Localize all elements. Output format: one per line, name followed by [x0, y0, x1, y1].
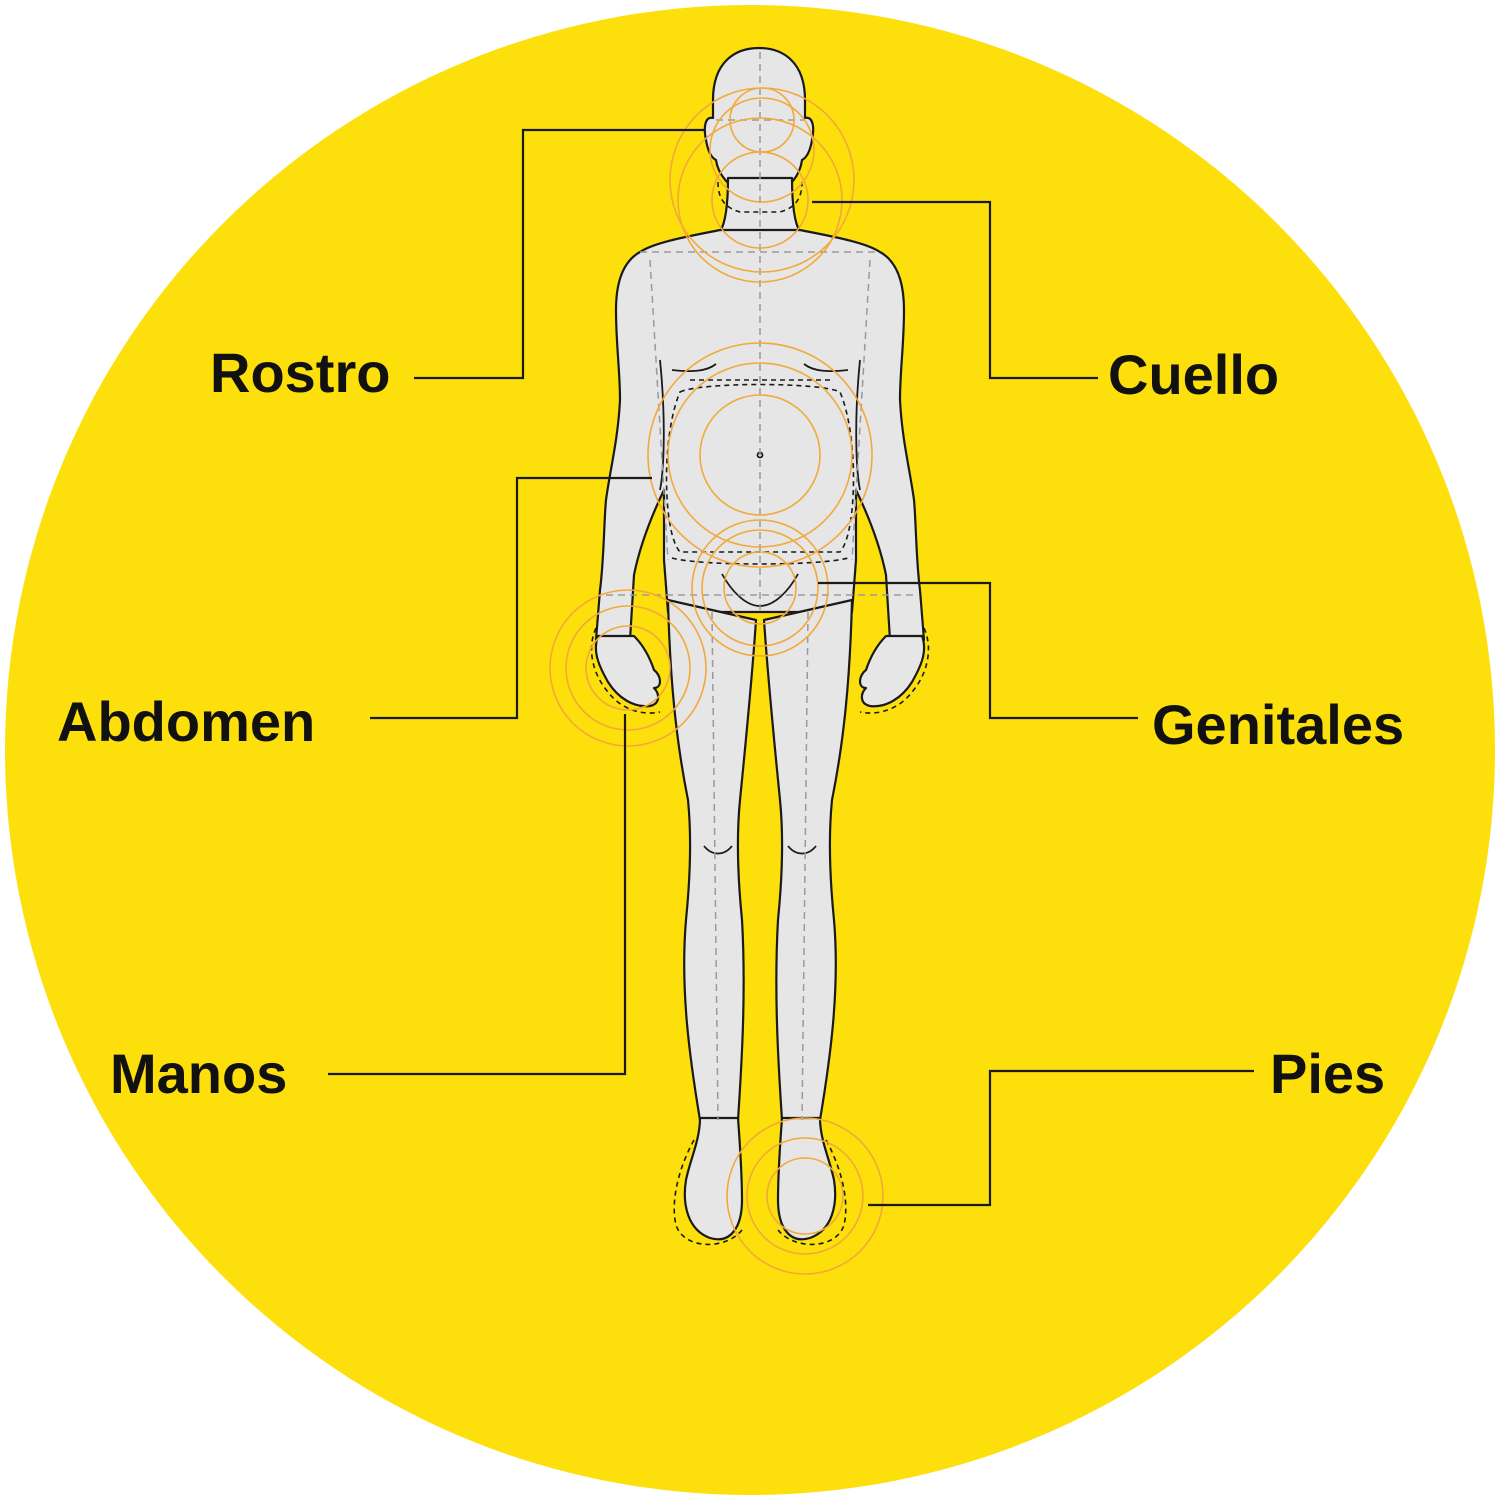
- guide-lines: [606, 52, 914, 1121]
- right-foot: [776, 1116, 837, 1241]
- foot-rings: [726, 1117, 884, 1275]
- human-figure: [594, 46, 926, 1241]
- right-leg-guide: [801, 611, 809, 1121]
- neck-rings: [677, 117, 843, 283]
- right-hand-zone-outline: [859, 627, 930, 714]
- right-side-guide: [851, 259, 871, 561]
- label-pies: Pies: [1270, 1042, 1386, 1105]
- right-foot-zone-outline: [777, 1139, 847, 1246]
- label-manos: Manos: [110, 1042, 288, 1105]
- knee-right: [787, 845, 817, 855]
- hand-rings: [549, 589, 707, 747]
- left-side-guide: [649, 259, 669, 561]
- right-hand: [858, 634, 926, 708]
- label-cuello: Cuello: [1108, 343, 1280, 406]
- label-genitales: Genitales: [1152, 693, 1405, 756]
- left-foot-zone-outline: [673, 1139, 743, 1246]
- leader-rostro: [414, 128, 704, 380]
- leader-lines: [328, 128, 1254, 1207]
- label-abdomen: Abdomen: [57, 690, 316, 753]
- abdomen-rings: [647, 342, 873, 568]
- genital-rings: [691, 519, 829, 657]
- left-leg-guide: [711, 611, 719, 1121]
- leader-abdomen: [370, 476, 652, 720]
- leader-cuello: [812, 200, 1098, 380]
- leader-manos: [328, 714, 627, 1076]
- arm-inner-left: [659, 359, 665, 491]
- arm-inner-right: [855, 359, 861, 491]
- abdomen-zone-outline-inner: [671, 379, 849, 565]
- leader-pies: [868, 1069, 1254, 1207]
- knee-left: [703, 845, 733, 855]
- face-rings: [669, 87, 855, 273]
- chest-line-left: [671, 363, 717, 372]
- zone-rings: [549, 87, 884, 1275]
- label-rostro: Rostro: [210, 341, 391, 404]
- head: [703, 46, 815, 196]
- background-circle: [5, 5, 1495, 1495]
- leader-genitales: [818, 581, 1138, 720]
- chest-line-right: [803, 363, 849, 372]
